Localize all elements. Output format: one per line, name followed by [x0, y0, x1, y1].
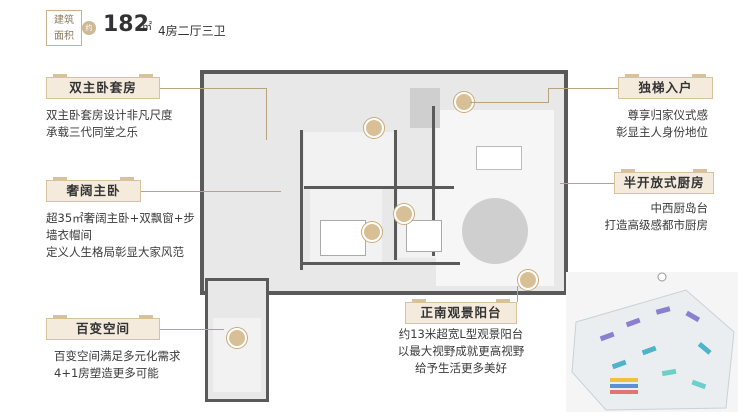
floor-plan: [200, 70, 568, 295]
desc-south-balcony: 约13米超宽L型观景阳台 以最大视野成就更高视野 给予生活更多美好: [397, 327, 525, 375]
tag-flex-space: 百变空间: [46, 315, 160, 340]
site-plan-map: [566, 272, 738, 412]
desc-master-suites: 双主卧套房设计非凡尺度 承载三代同堂之乐: [46, 108, 173, 139]
desc-private-elevator: 尊享归家仪式感 彰显主人身份地位: [616, 108, 708, 139]
tag-luxury-master: 奢阔主卧: [46, 177, 141, 202]
area-unit: ㎡: [142, 22, 152, 33]
desc-open-kitchen: 中西厨岛台 打造高级感都市厨房: [604, 201, 709, 232]
tag-south-balcony: 正南观景阳台: [405, 299, 517, 324]
approx-dot: 约: [82, 21, 96, 35]
area-badge-line2: 面积: [54, 31, 74, 42]
area-value: 182: [103, 12, 149, 37]
desc-luxury-master: 超35㎡奢阔主卧+双飘窗+步 墙衣帽间 定义人生格局彰显大家风范: [46, 211, 195, 259]
tag-private-elevator: 独梯入户: [618, 74, 713, 99]
room-layout: 4房二厅三卫: [158, 24, 226, 38]
tag-master-suites: 双主卧套房: [46, 74, 160, 99]
desc-flex-space: 百变空间满足多元化需求 4+1房塑造更多可能: [54, 349, 181, 380]
tag-open-kitchen: 半开放式厨房: [614, 169, 714, 194]
flex-room-plan: [205, 278, 269, 402]
area-badge-line1: 建筑: [54, 15, 74, 26]
area-badge: 建筑 面积: [46, 10, 82, 46]
site-plan-graphic: [571, 272, 735, 411]
